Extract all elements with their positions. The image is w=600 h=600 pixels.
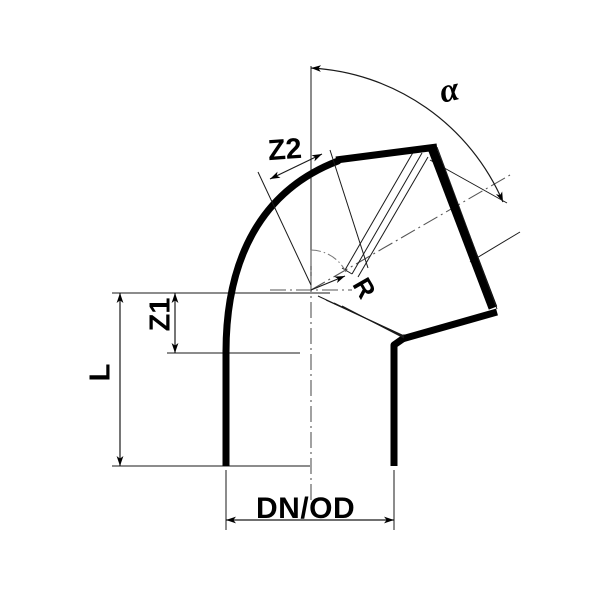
extension-lines	[112, 292, 395, 530]
z2-label: Z2	[266, 132, 303, 168]
radius-dimension	[310, 249, 405, 339]
diameter-label: DN/OD	[256, 492, 356, 525]
angle-alpha-arc	[310, 65, 504, 203]
centerlines	[270, 174, 511, 500]
z1-label: Z1	[144, 297, 177, 332]
angled-socket	[335, 143, 498, 343]
length-label: L	[84, 363, 117, 382]
z2-dimension	[257, 149, 369, 286]
pipe-body	[222, 157, 408, 466]
socket-inner-lines	[341, 148, 429, 278]
